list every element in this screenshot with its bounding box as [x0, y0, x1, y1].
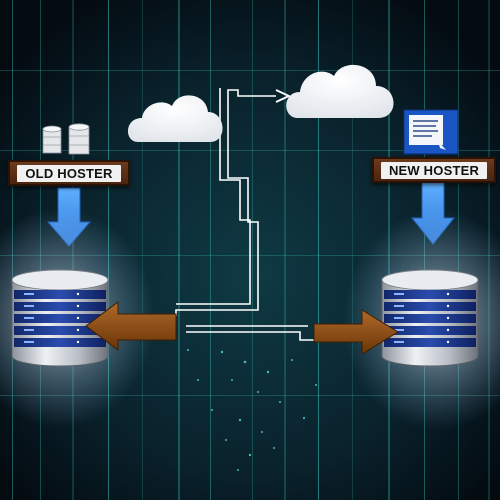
server-blades — [14, 290, 106, 347]
glow-particles — [187, 349, 317, 471]
connector-path-inner — [176, 88, 251, 305]
arrow-right-icon — [313, 309, 399, 355]
document-icon — [403, 109, 459, 155]
connector-path-lower-2 — [186, 331, 318, 341]
arrow-left-icon — [85, 301, 177, 351]
arrow-right-icon — [275, 89, 292, 103]
server-icon — [11, 269, 109, 367]
old-hoster-sign: OLD HOSTER — [8, 160, 130, 186]
old-hoster-label: OLD HOSTER — [17, 164, 121, 182]
database-stack-icon — [42, 123, 90, 155]
connector-lines — [175, 88, 318, 341]
cloud-icon — [286, 64, 394, 118]
server-blades — [384, 290, 476, 347]
server-icon — [381, 269, 479, 367]
new-hoster-label: NEW HOSTER — [380, 161, 488, 179]
cloud-icon — [127, 95, 223, 142]
connector-path-up — [175, 89, 276, 316]
new-hoster-sign: NEW HOSTER — [372, 157, 496, 183]
